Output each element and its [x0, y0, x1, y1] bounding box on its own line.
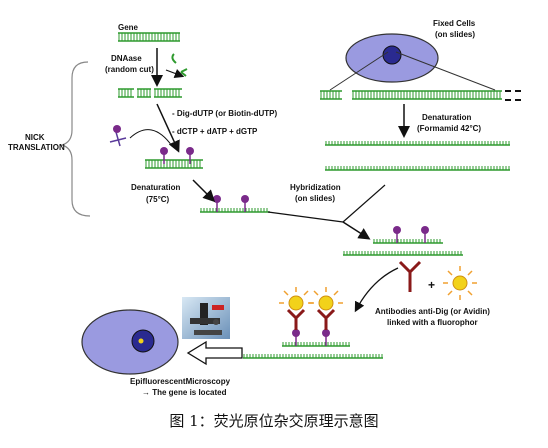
bound-antibodies	[279, 287, 343, 346]
detected-dna	[243, 342, 383, 359]
antibody-icon	[398, 260, 422, 292]
chromosome-dna	[320, 90, 525, 101]
arrow-antibody-binding	[354, 267, 399, 313]
on-slides-mid-label: (on slides)	[295, 194, 335, 203]
denaturation-left-label: Denaturation	[131, 183, 180, 192]
denaturation-right-label: Denaturation	[422, 113, 471, 122]
hybridized-dna	[343, 239, 463, 256]
formamid-label: (Formamid 42°C)	[417, 124, 481, 133]
probe-labels-dsdna	[160, 147, 194, 164]
probe-labels-hybridized	[393, 226, 429, 243]
denatured-target-dna	[325, 141, 510, 171]
figure-caption: 图 1：荧光原位杂交原理示意图	[169, 412, 379, 430]
gene-located-label: → The gene is located	[142, 388, 227, 397]
cut-dna	[118, 88, 182, 98]
labeled-probe-dna	[145, 159, 203, 169]
random-cut-label: (random cut)	[105, 65, 154, 74]
hybridization-label: Hybridization	[290, 183, 341, 192]
gene-label: Gene	[118, 23, 139, 32]
fixed-cell	[345, 33, 439, 83]
dnaase-label: DNAase	[111, 54, 142, 63]
cut-arrow	[165, 68, 185, 78]
microscopy-label: EpifluorescentMicroscopy	[130, 377, 231, 386]
nick-translation-brace	[59, 61, 91, 217]
microscope-icon	[182, 297, 230, 339]
nick-label: NICK	[25, 133, 45, 142]
temp-left-label: (75°C)	[146, 195, 170, 204]
gene-signal-dot	[138, 338, 144, 344]
fluorophor-label: linked with a fluorophor	[387, 318, 478, 327]
antibodies-label: Antibodies anti-Dig (or Avidin)	[375, 307, 490, 316]
hybrid-line-right	[342, 184, 386, 223]
zoom-lines	[329, 51, 496, 91]
translation-label: TRANSLATION	[8, 143, 65, 152]
fixed-cells-label: Fixed Cells	[433, 19, 476, 28]
result-arrow	[186, 340, 243, 366]
arrow-cut-to-probe	[156, 103, 180, 153]
labeled-nucleotide-icon	[109, 125, 127, 147]
gene-dna	[118, 32, 180, 42]
on-slides-top-label: (on slides)	[435, 30, 475, 39]
arrow-denature-left	[192, 179, 216, 203]
nucleotide-arrow	[129, 129, 173, 147]
single-strand-probe	[200, 208, 270, 213]
dctp-label: - dCTP + dATP + dGTP	[172, 127, 258, 136]
hybrid-arrow	[342, 221, 371, 240]
fluorophor-icon	[443, 266, 477, 300]
result-cell	[81, 309, 179, 375]
dig-dutp-label: - Dig-dUTP (or Biotin-dUTP)	[172, 109, 278, 118]
plus-sign: +	[428, 278, 435, 292]
hybrid-line-left	[267, 211, 344, 223]
